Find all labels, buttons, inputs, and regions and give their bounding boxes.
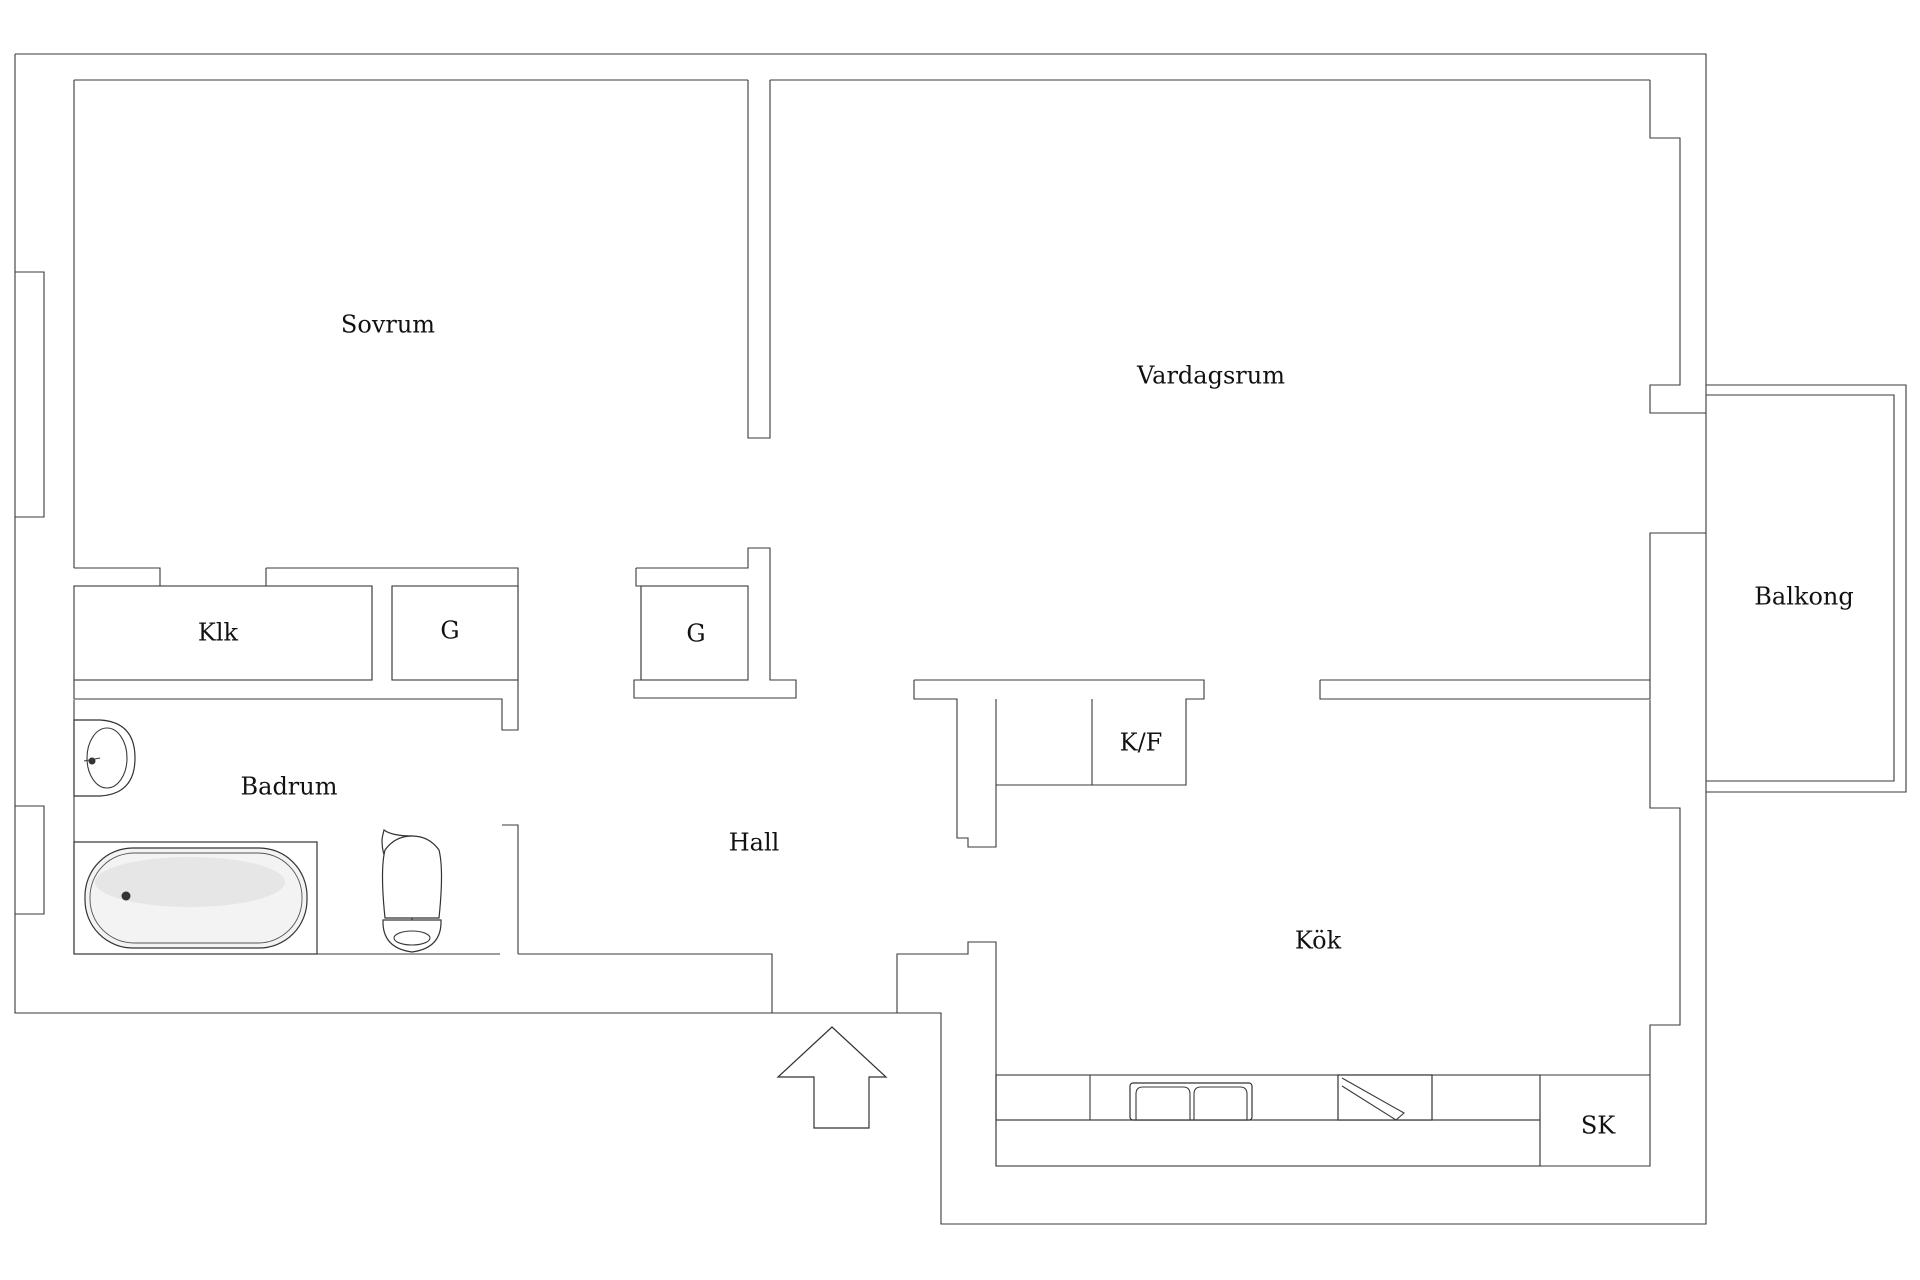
bathroom-sink-icon: [73, 719, 136, 797]
bathtub-icon: [73, 841, 318, 955]
label-sovrum: Sovrum: [341, 311, 435, 339]
label-g-closet-2: G: [686, 620, 705, 648]
bathroom-fixtures: [73, 719, 443, 955]
interior-walls: [73, 80, 1651, 954]
label-kok: Kök: [1295, 927, 1342, 955]
label-klk: Klk: [198, 619, 239, 647]
outer-walls: [14, 53, 1707, 1225]
kitchen-counter: [995, 1074, 1650, 1167]
entrance-arrow-icon: [776, 1026, 888, 1129]
label-badrum: Badrum: [241, 773, 338, 801]
toilet-icon: [381, 828, 443, 953]
label-vardagsrum: Vardagsrum: [1136, 362, 1285, 390]
label-sk: SK: [1581, 1112, 1616, 1140]
label-g-closet-1: G: [440, 617, 459, 645]
balcony: [1706, 384, 1907, 793]
label-kf: K/F: [1120, 729, 1163, 757]
kitchen-sink-icon: [1129, 1082, 1253, 1121]
label-hall: Hall: [729, 829, 780, 857]
dishwasher-icon: [1337, 1074, 1433, 1121]
label-balkong: Balkong: [1754, 583, 1853, 611]
